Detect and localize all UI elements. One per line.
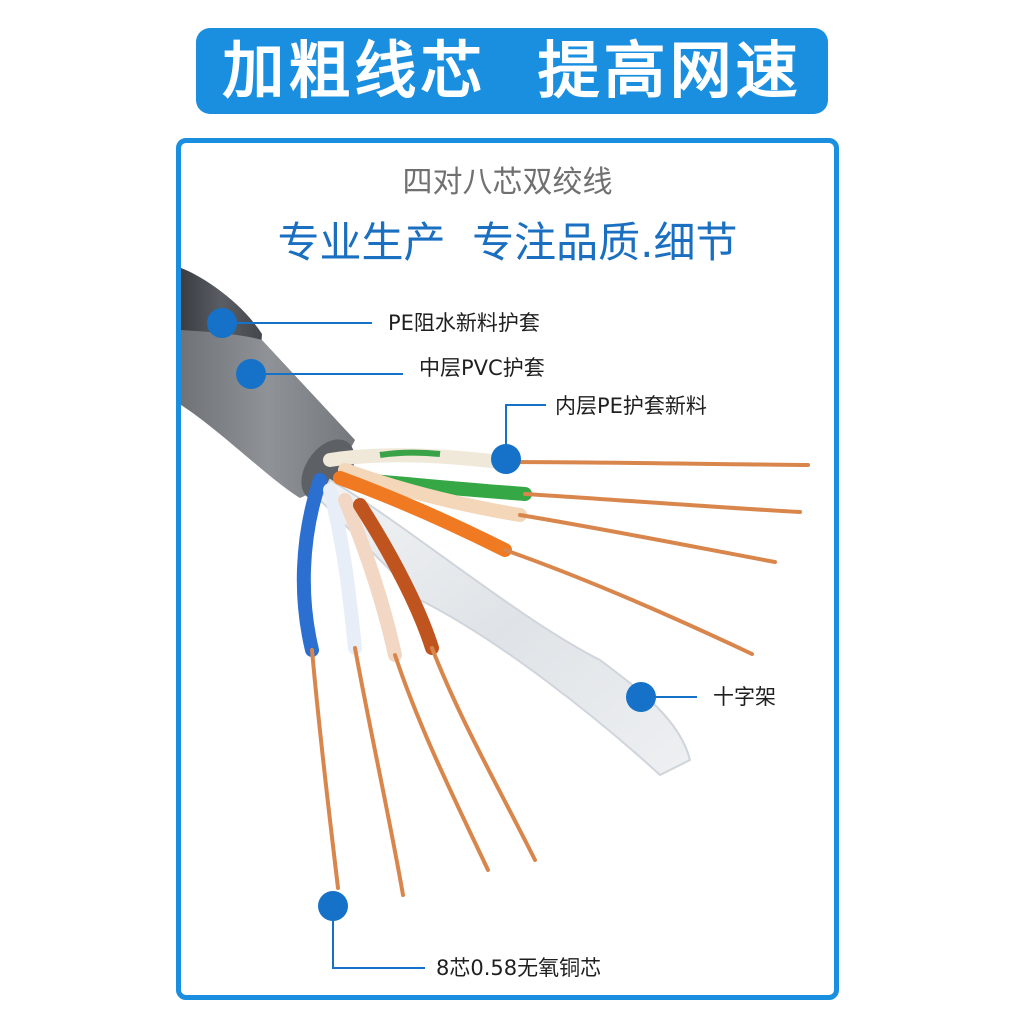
marker-cross-frame: [626, 682, 656, 712]
wire-green-white: [323, 448, 507, 469]
marker-outer-jacket: [207, 308, 237, 338]
label-inner-jacket: 内层PE护套新料: [555, 394, 707, 418]
copper-conductor-2: [523, 492, 802, 514]
wire-blue: [296, 473, 327, 657]
copper-conductor-5: [310, 648, 340, 890]
leader-copper-core: [332, 906, 425, 969]
wire-brown: [353, 498, 439, 655]
wire-blue-white: [323, 483, 362, 655]
label-middle-jacket: 中层PVC护套: [419, 356, 545, 380]
wire-orange-white: [338, 463, 527, 522]
wire-brown-white: [338, 493, 402, 662]
subtitle: 四对八芯双绞线: [402, 165, 613, 200]
marker-copper-core: [318, 891, 348, 921]
label-outer-jacket: PE阻水新料护套: [388, 311, 540, 335]
wire-green-stripe: [379, 449, 441, 458]
marker-inner-jacket: [491, 444, 521, 474]
copper-conductor-3: [518, 513, 777, 564]
copper-conductor-8: [430, 646, 537, 862]
title-banner: 加粗线芯 提高网速: [196, 28, 828, 114]
copper-conductor-6: [353, 646, 405, 897]
copper-conductor-1: [498, 460, 810, 467]
leader-inner-jacket: [505, 404, 546, 459]
label-copper-core: 8芯0.58无氧铜芯: [436, 956, 602, 980]
product-frame: [176, 138, 839, 1000]
marker-middle-jacket: [236, 359, 266, 389]
banner-title: 加粗线芯 提高网速: [222, 34, 802, 107]
copper-conductor-4: [503, 548, 754, 656]
copper-conductor-7: [393, 653, 490, 872]
headline: 专业生产 专注品质.细节: [277, 218, 738, 267]
wire-orange: [333, 471, 512, 557]
label-cross-frame: 十字架: [713, 685, 776, 709]
